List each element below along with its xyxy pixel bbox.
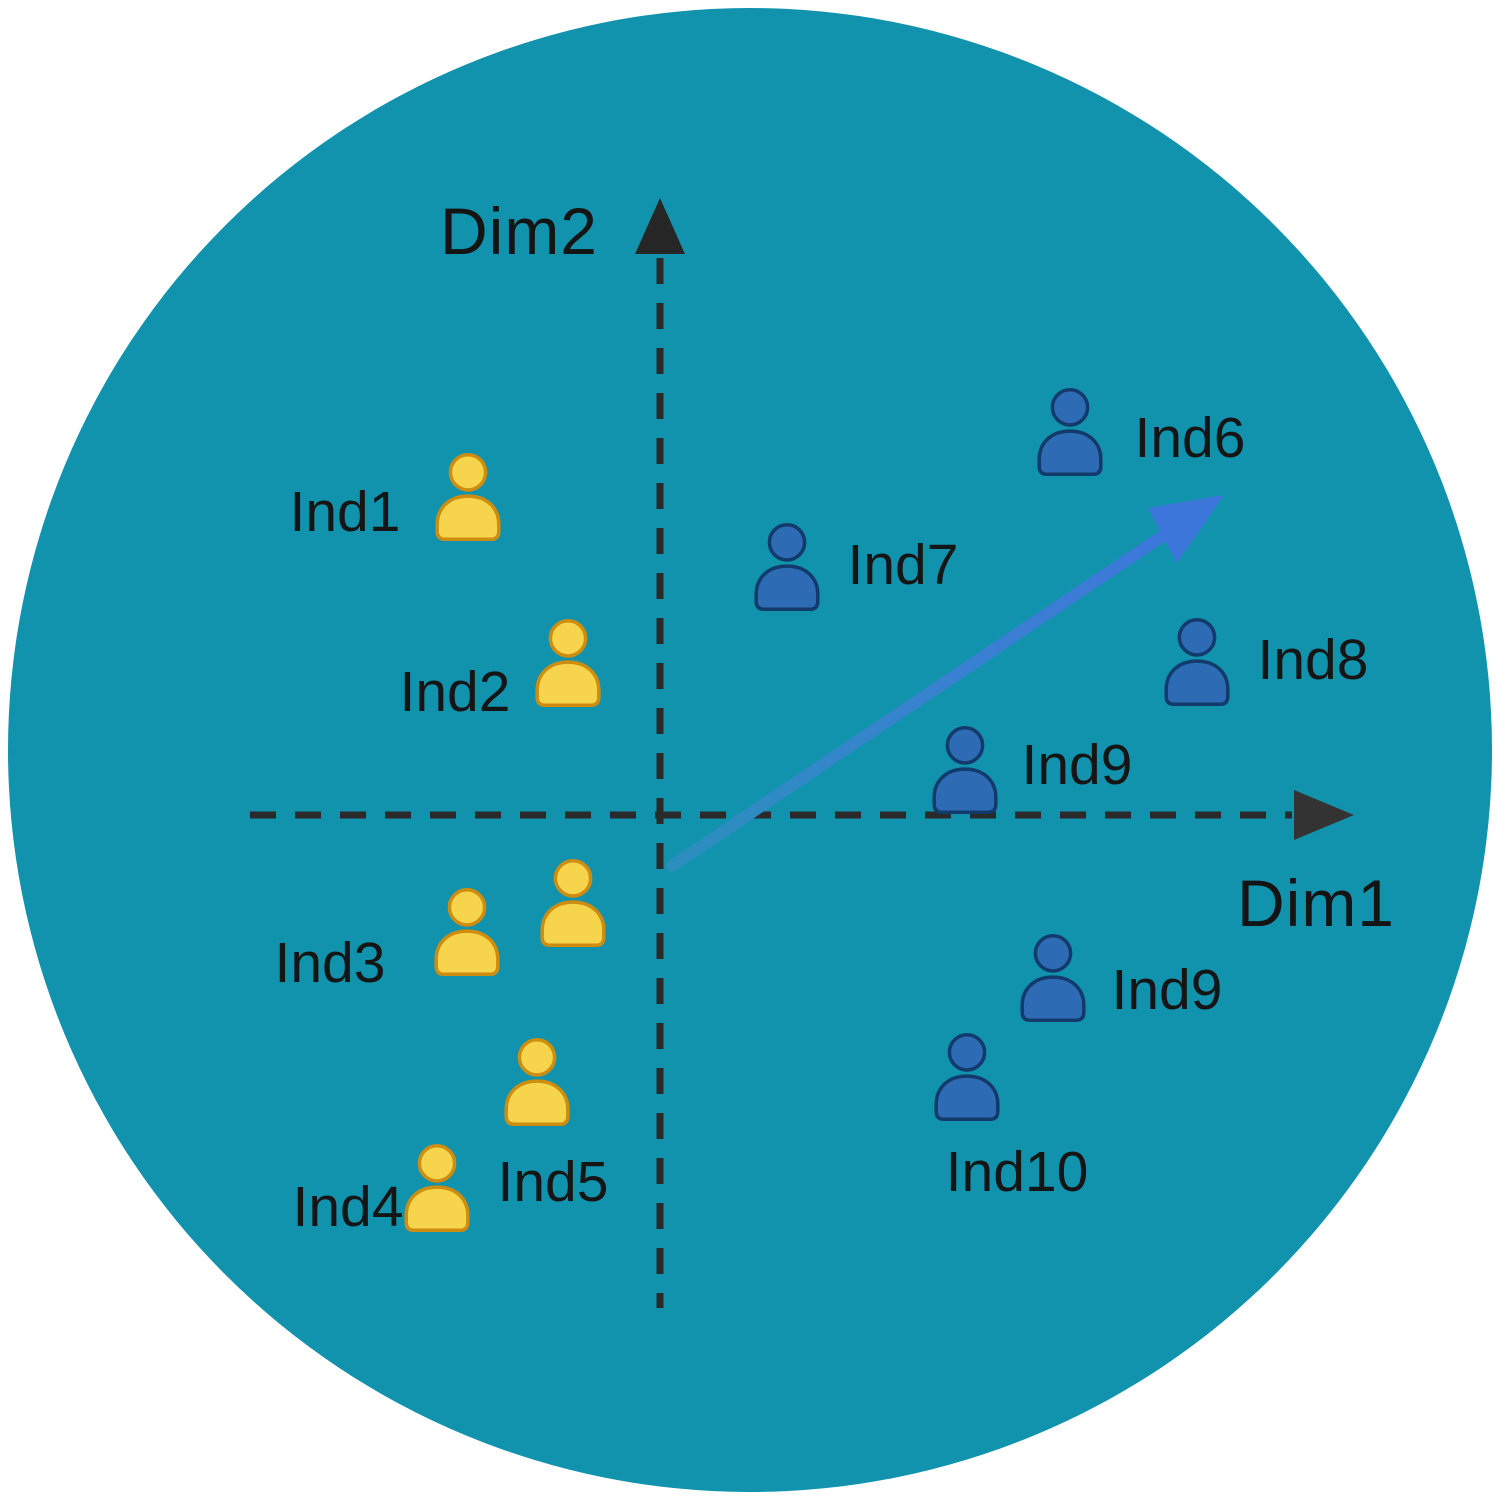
- person-icon: [1020, 934, 1086, 1022]
- individual-label: Ind9: [1111, 958, 1223, 1022]
- y-axis-label: Dim2: [439, 194, 599, 268]
- individual-label: Ind10: [945, 1140, 1089, 1204]
- individual-label: Ind3: [274, 931, 386, 995]
- x-axis-arrowhead-icon: [1294, 790, 1354, 840]
- individual-label: Ind8: [1257, 628, 1369, 692]
- individual-marker: [524, 615, 612, 712]
- individual-label: Ind4: [292, 1175, 404, 1239]
- person-icon: [1164, 618, 1230, 706]
- individual-label: Ind1: [289, 480, 401, 544]
- person-icon: [934, 1033, 1000, 1121]
- individual-marker: [1026, 384, 1114, 481]
- background-circle: [8, 8, 1492, 1492]
- individual-marker: [423, 884, 511, 981]
- person-icon: [754, 523, 820, 611]
- y-axis-arrowhead-icon: [635, 198, 685, 254]
- person-icon: [504, 1038, 570, 1126]
- individual-label: Ind6: [1134, 406, 1246, 470]
- individual-marker: [529, 855, 617, 952]
- principal-direction-arrow: [666, 515, 1191, 872]
- individual-marker: [424, 449, 512, 546]
- person-icon: [932, 726, 998, 814]
- person-icon: [435, 453, 501, 541]
- individual-marker: [393, 1140, 481, 1237]
- individual-marker: [1009, 930, 1097, 1027]
- principal-direction-arrowhead-icon: [1148, 495, 1224, 563]
- individual-label: Ind7: [847, 533, 959, 597]
- person-icon: [404, 1144, 470, 1232]
- individual-marker: [923, 1029, 1011, 1126]
- x-axis-label: Dim1: [1236, 866, 1396, 940]
- person-icon: [540, 859, 606, 947]
- person-icon: [434, 888, 500, 976]
- person-icon: [1037, 388, 1103, 476]
- person-icon: [535, 619, 601, 707]
- individual-label: Ind2: [399, 660, 511, 724]
- individual-label: Ind5: [497, 1150, 609, 1214]
- individual-marker: [493, 1034, 581, 1131]
- individual-marker: [921, 722, 1009, 819]
- individual-marker: [743, 519, 831, 616]
- individual-marker: [1153, 614, 1241, 711]
- individual-label: Ind9: [1021, 733, 1133, 797]
